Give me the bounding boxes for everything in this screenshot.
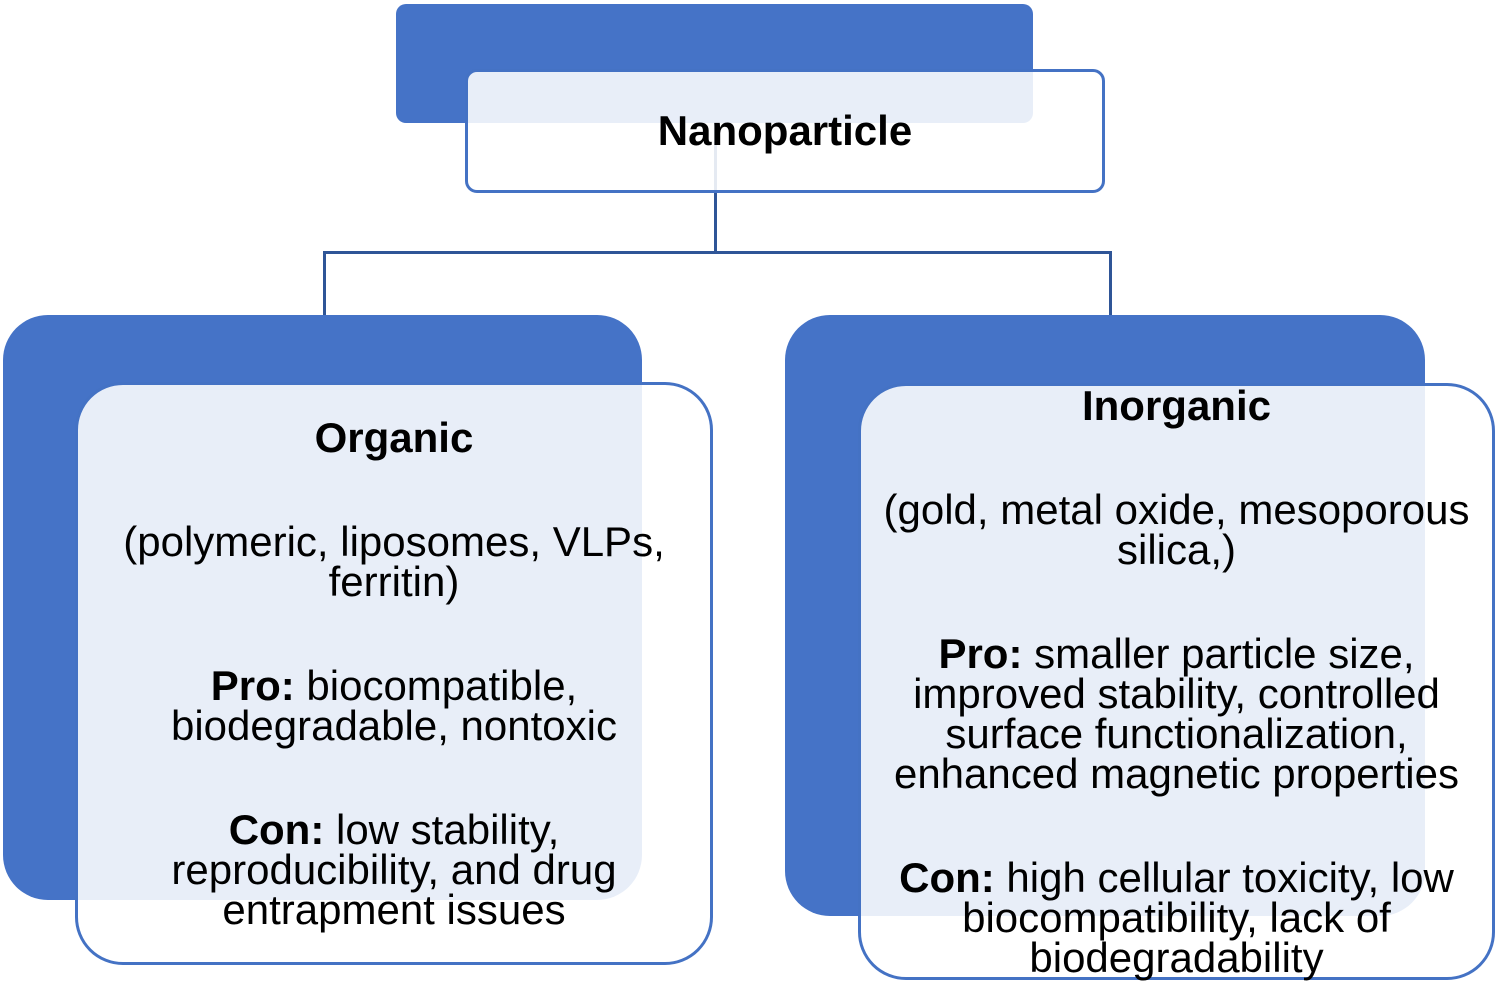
connector-horizontal-bar bbox=[323, 251, 1112, 254]
organic-con-label: Con: bbox=[228, 805, 325, 853]
root-node-card: Nanoparticle bbox=[465, 69, 1105, 193]
organic-subtitle: (polymeric, liposomes, VLPs, ferritin) bbox=[123, 517, 665, 605]
organic-title: Organic bbox=[314, 413, 474, 461]
organic-pro: Pro: biocompatible, biodegradable, nonto… bbox=[123, 664, 665, 746]
inorganic-title: Inorganic bbox=[1081, 381, 1271, 429]
root-node-title: Nanoparticle bbox=[657, 107, 913, 154]
inorganic-subtitle: (gold, metal oxide, mesoporous silica,) bbox=[883, 485, 1470, 573]
organic-con-text: low stability, reproducibility, and drug… bbox=[171, 805, 617, 933]
inorganic-con-text: high cellular toxicity, low biocompatibi… bbox=[962, 853, 1454, 981]
inorganic-con-label: Con: bbox=[899, 853, 995, 901]
organic-con: Con: low stability, reproducibility, and… bbox=[123, 808, 665, 930]
inorganic-node-card: Inorganic (gold, metal oxide, mesoporous… bbox=[858, 383, 1495, 980]
inorganic-pro-text: smaller particle size, improved stabilit… bbox=[893, 629, 1459, 797]
inorganic-node-text: Inorganic (gold, metal oxide, mesoporous… bbox=[884, 334, 1470, 989]
connector-left-branch bbox=[323, 251, 326, 317]
connector-right-branch bbox=[1109, 251, 1112, 317]
organic-pro-label: Pro: bbox=[210, 661, 295, 709]
inorganic-pro: Pro: smaller particle size, improved sta… bbox=[884, 632, 1470, 794]
inorganic-pro-label: Pro: bbox=[938, 629, 1023, 677]
organic-node-text: Organic (polymeric, liposomes, VLPs, fer… bbox=[123, 366, 665, 982]
organic-node-card: Organic (polymeric, liposomes, VLPs, fer… bbox=[75, 382, 713, 965]
inorganic-con: Con: high cellular toxicity, low biocomp… bbox=[884, 856, 1470, 978]
organic-pro-text: biocompatible, biodegradable, nontoxic bbox=[170, 661, 617, 749]
